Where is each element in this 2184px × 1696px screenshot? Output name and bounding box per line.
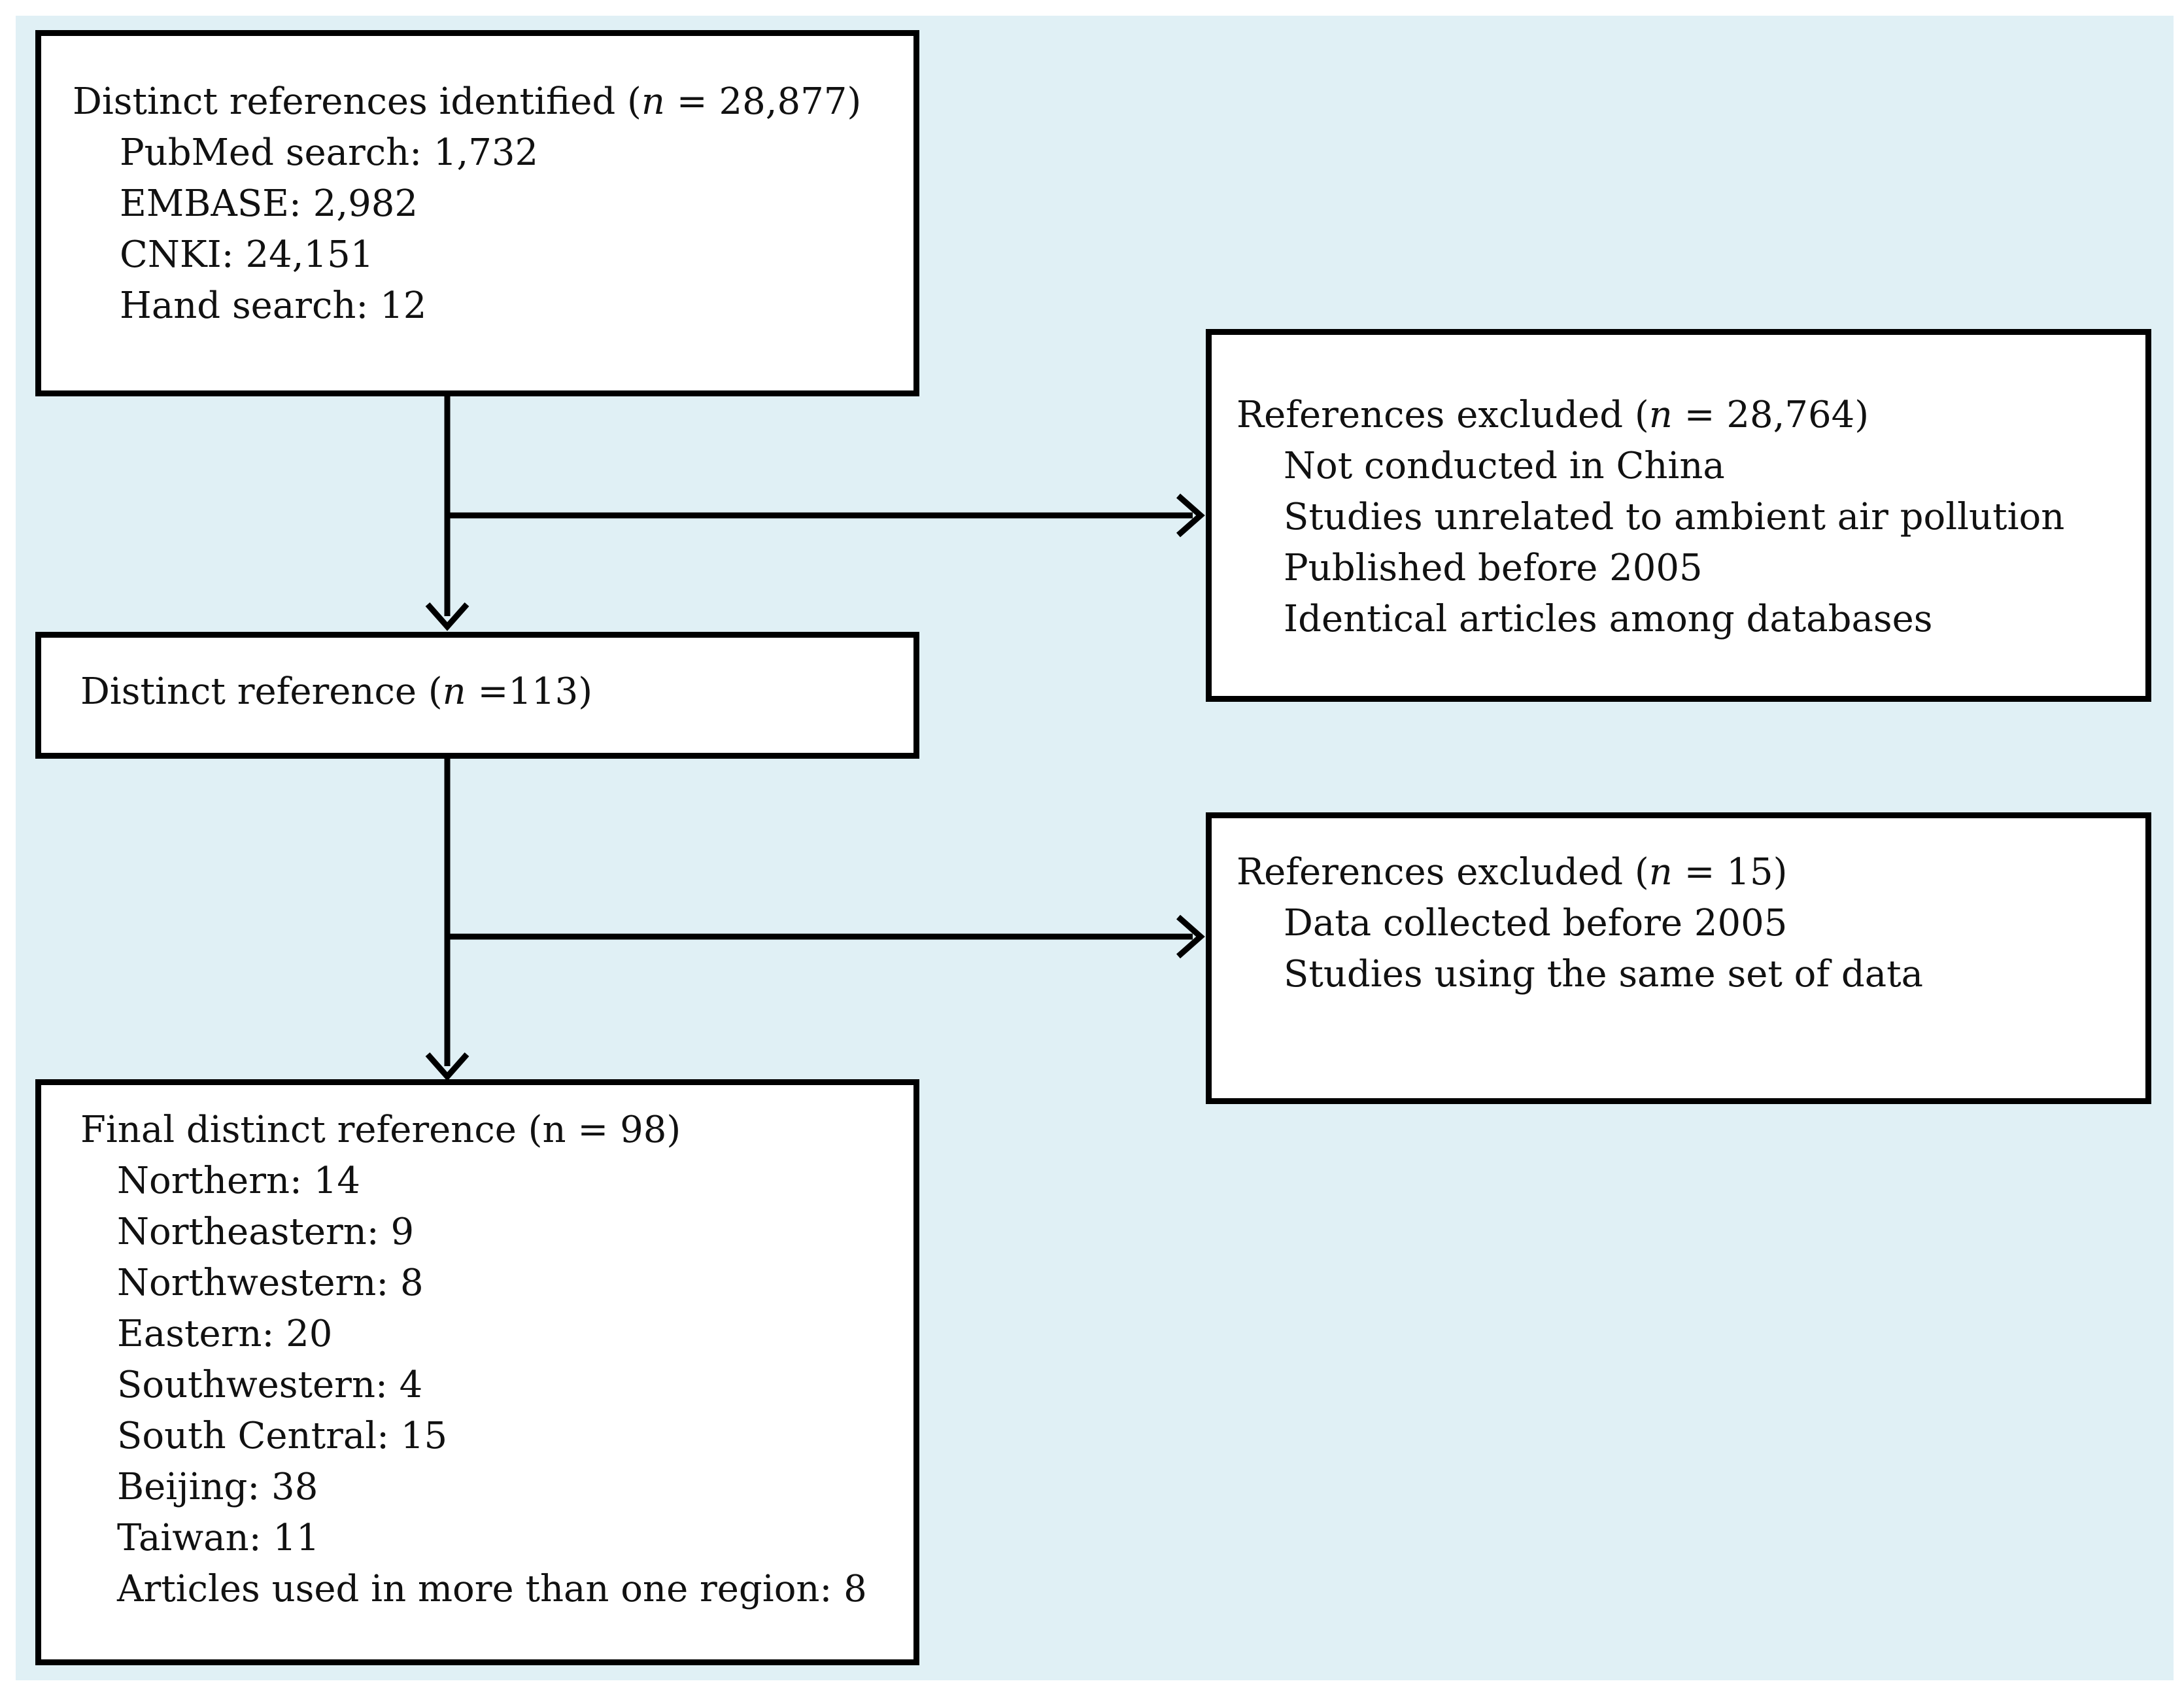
source-item: EMBASE: 2,982 (120, 182, 418, 225)
identified-heading: Distinct references identified (n = 28,8… (73, 80, 862, 123)
excluded-2-heading: References excluded (n = 15) (1237, 851, 1788, 893)
exclusion-reason: Published before 2005 (1284, 547, 1703, 589)
excluded-1-heading: References excluded (n = 28,764) (1237, 394, 1869, 436)
exclusion-reason: Data collected before 2005 (1284, 902, 1788, 944)
region-item: Northern: 14 (117, 1160, 360, 1202)
region-item: Beijing: 38 (117, 1466, 318, 1508)
source-item: Hand search: 12 (120, 285, 427, 327)
connector-layer (425, 396, 1205, 1081)
exclusion-reason: Identical articles among databases (1284, 598, 1933, 640)
excluded-references-box-1: References excluded (n = 28,764) Not con… (1206, 329, 2151, 702)
region-item: Articles used in more than one region: 8 (117, 1568, 867, 1610)
excluded-references-box-2: References excluded (n = 15) Data collec… (1206, 812, 2151, 1104)
identified-references-box: Distinct references identified (n = 28,8… (35, 30, 919, 396)
exclusion-reason: Studies unrelated to ambient air polluti… (1284, 496, 2065, 538)
source-item: CNKI: 24,151 (120, 234, 374, 276)
arrow-distinct-to-final (425, 759, 469, 1081)
exclusion-reason: Studies using the same set of data (1284, 953, 1924, 995)
final-reference-box: Final distinct reference (n = 98) Northe… (35, 1079, 919, 1665)
arrow-identified-to-distinct (425, 396, 469, 631)
arrow-to-excluded-2 (447, 914, 1205, 959)
flow-diagram-canvas: Distinct references identified (n = 28,8… (16, 16, 2174, 1680)
distinct-heading: Distinct reference (n =113) (80, 670, 593, 713)
region-item: Northeastern: 9 (117, 1211, 415, 1253)
distinct-reference-box: Distinct reference (n =113) (35, 632, 919, 759)
region-item: Northwestern: 8 (117, 1262, 424, 1304)
region-item: South Central: 15 (117, 1415, 448, 1457)
region-item: Southwestern: 4 (117, 1364, 423, 1406)
exclusion-reason: Not conducted in China (1284, 445, 1725, 487)
arrow-to-excluded-1 (447, 493, 1205, 538)
region-item: Taiwan: 11 (117, 1517, 320, 1559)
region-item: Eastern: 20 (117, 1313, 333, 1355)
source-item: PubMed search: 1,732 (120, 131, 539, 174)
final-heading: Final distinct reference (n = 98) (80, 1109, 681, 1151)
